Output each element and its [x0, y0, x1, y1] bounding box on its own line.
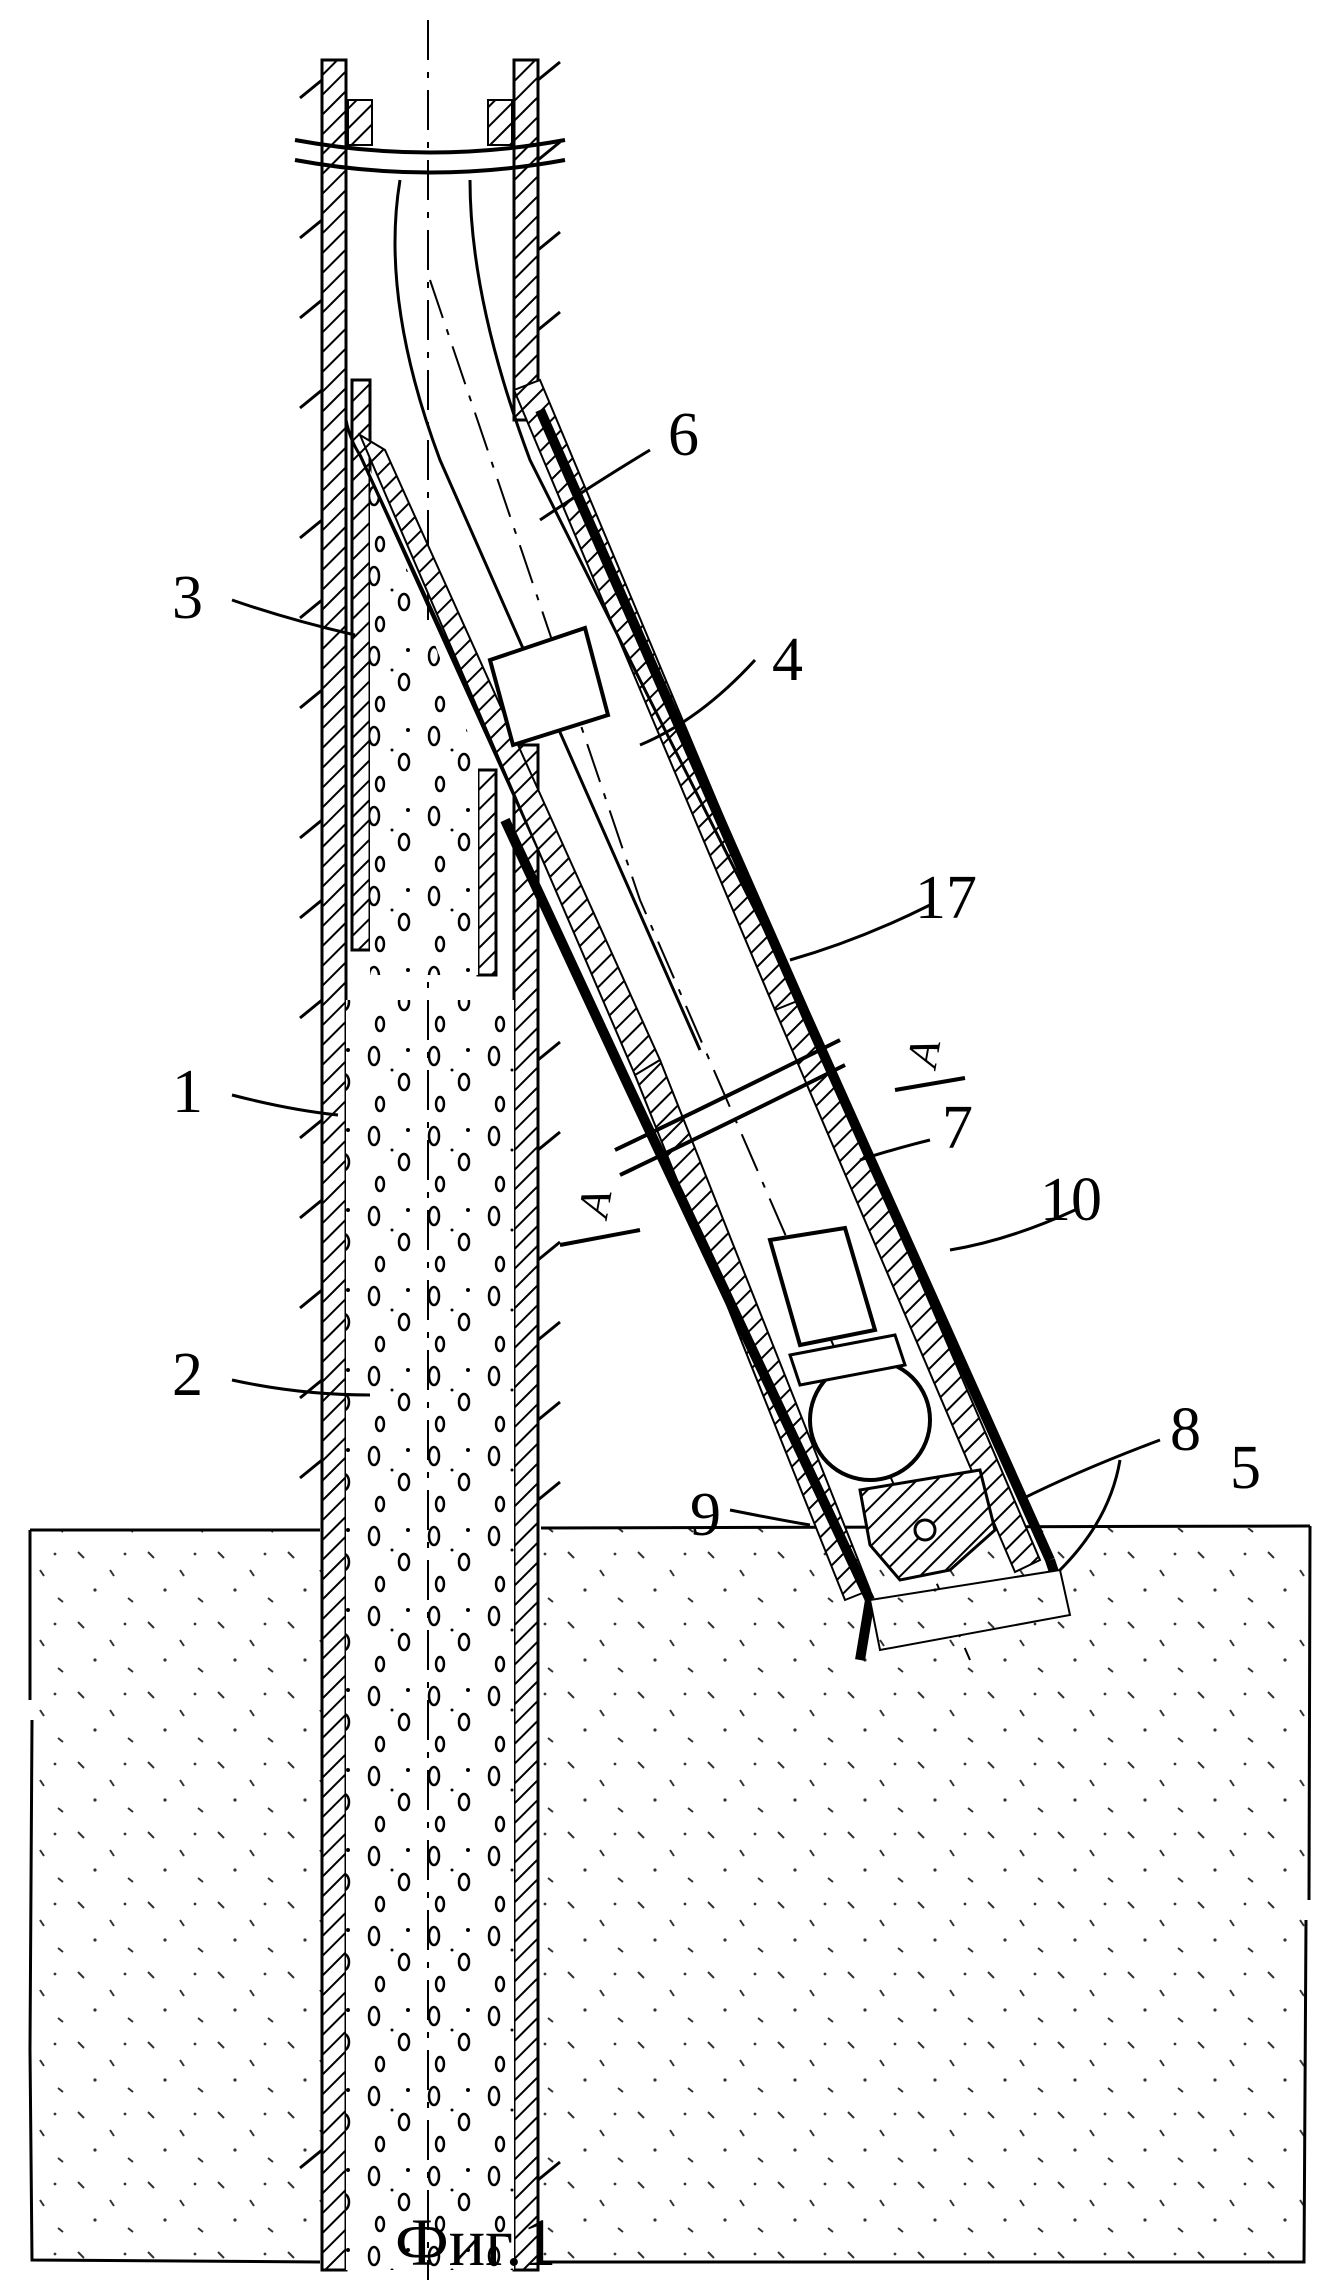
figure-caption: Фиг.1: [395, 2204, 556, 2280]
label-5: 5: [1230, 1434, 1261, 1502]
label-6: 6: [668, 401, 699, 469]
label-1: 1: [172, 1058, 203, 1126]
section-mark-left: A: [568, 1185, 622, 1224]
label-7: 7: [942, 1094, 973, 1162]
label-4: 4: [772, 626, 803, 694]
label-8: 8: [1170, 1396, 1201, 1464]
label-17: 17: [915, 864, 977, 932]
section-mark-right: A: [897, 1035, 951, 1074]
label-3: 3: [172, 564, 203, 632]
vertical-casing: [322, 20, 538, 2280]
rock-formation: [30, 1526, 1310, 2262]
label-10: 10: [1040, 1166, 1102, 1234]
drill-string: [490, 628, 608, 745]
label-9: 9: [690, 1481, 721, 1549]
label-2: 2: [172, 1341, 203, 1409]
